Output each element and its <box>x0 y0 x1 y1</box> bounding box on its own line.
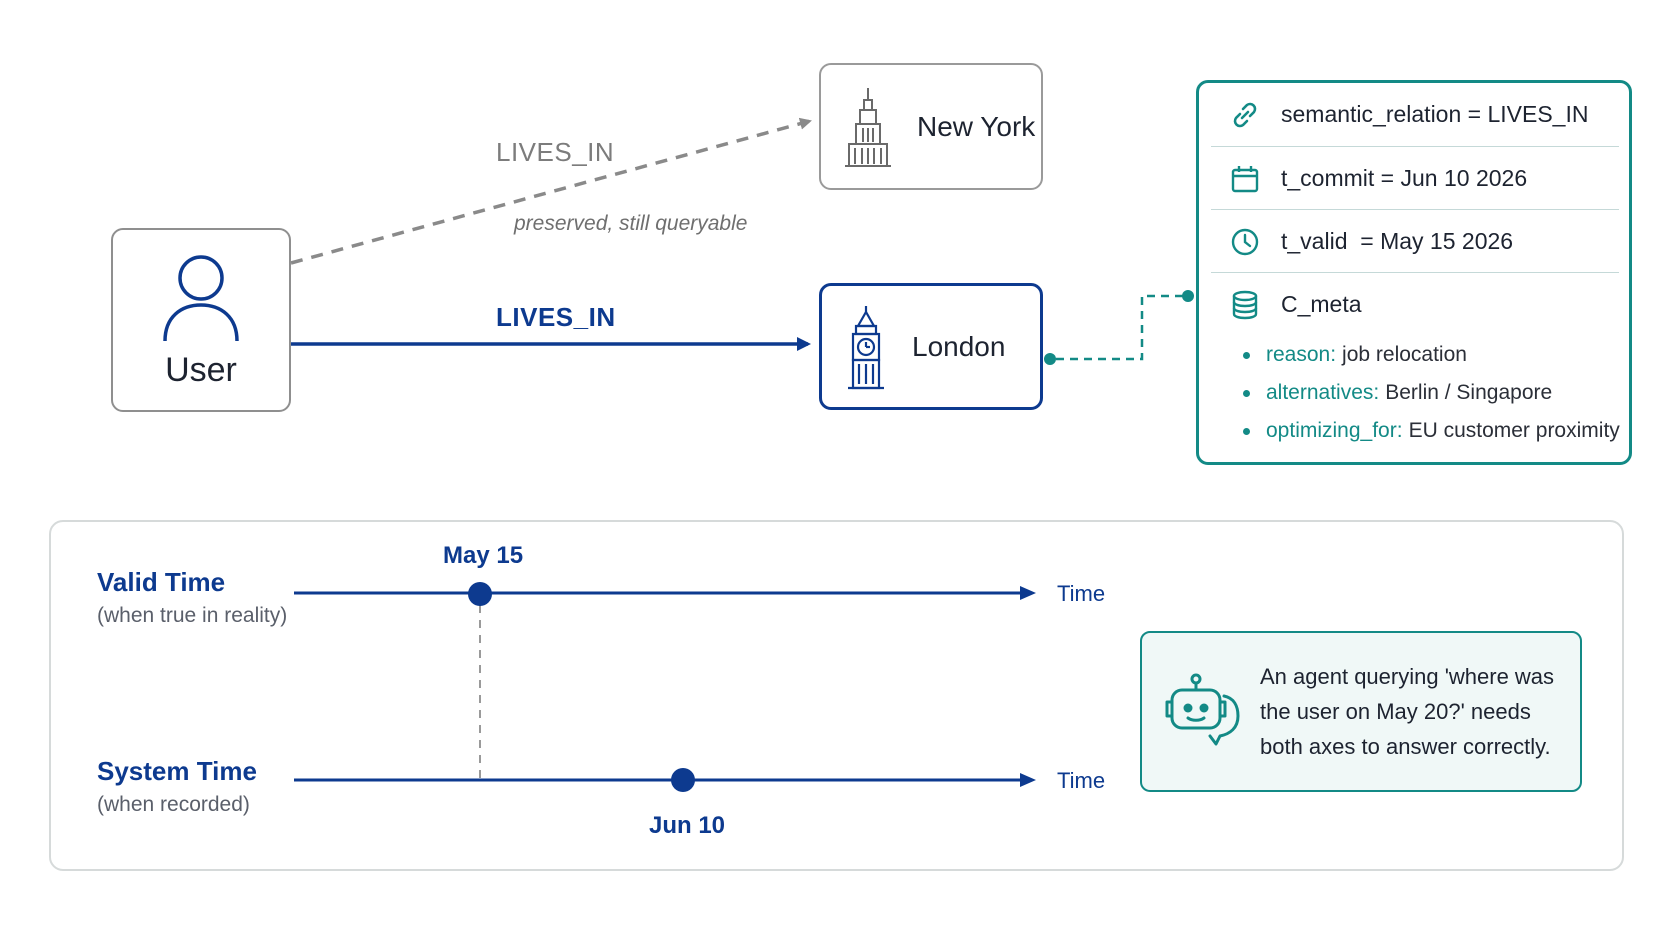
empire-state-building-icon <box>845 87 891 167</box>
old-edge-label: LIVES_IN <box>496 137 615 167</box>
t-valid-row: t_valid = May 15 2026 <box>1211 209 1619 273</box>
robot-chat-icon <box>1165 673 1240 745</box>
c-meta-value: Berlin / Singapore <box>1385 381 1553 404</box>
calendar-icon <box>1227 161 1263 197</box>
semantic-relation-row: semantic_relation = LIVES_IN <box>1211 83 1619 146</box>
new-york-label: New York <box>917 110 1036 142</box>
c-meta-title: C_meta <box>1281 291 1362 317</box>
metadata-connector <box>1056 294 1186 361</box>
new-edge-label: LIVES_IN <box>496 302 616 332</box>
c-meta-list: reason:job relocation alternatives:Berli… <box>1243 336 1620 450</box>
c-meta-item: reason:job relocation <box>1243 336 1620 374</box>
c-meta-row: C_meta <box>1211 272 1619 336</box>
london-node[interactable]: London <box>819 283 1043 410</box>
new-york-node[interactable]: New York <box>819 63 1043 190</box>
t-commit-text: t_commit = Jun 10 2026 <box>1281 165 1528 191</box>
semantic-relation-text: semantic_relation = LIVES_IN <box>1281 101 1589 127</box>
system-time-event-label: Jun 10 <box>649 812 726 839</box>
metadata-anchor-dot <box>1182 290 1194 302</box>
metadata-card: semantic_relation = LIVES_IN t_commit = … <box>1196 80 1632 465</box>
london-label: London <box>912 330 1006 362</box>
link-icon <box>1227 97 1263 133</box>
old-edge-line <box>290 117 812 265</box>
agent-query-callout: An agent querying 'where was the user on… <box>1140 631 1582 792</box>
c-meta-item: optimizing_for:EU customer proximity <box>1243 412 1620 450</box>
user-node[interactable]: User <box>111 228 291 412</box>
c-meta-key: optimizing_for: <box>1266 419 1403 442</box>
system-time-axis-label: Time <box>1057 768 1106 793</box>
c-meta-value: job relocation <box>1342 343 1467 366</box>
c-meta-item: alternatives:Berlin / Singapore <box>1243 374 1620 412</box>
big-ben-icon <box>848 305 884 389</box>
c-meta-key: reason: <box>1266 343 1337 366</box>
valid-time-axis-label: Time <box>1057 581 1106 606</box>
clock-icon <box>1227 224 1263 260</box>
valid-time-event-label: May 15 <box>443 542 524 569</box>
user-node-label: User <box>165 350 237 389</box>
t-valid-text: t_valid = May 15 2026 <box>1281 228 1514 254</box>
valid-time-subtitle: (when true in reality) <box>97 604 288 627</box>
london-anchor-dot <box>1044 353 1056 365</box>
valid-time-event-dot <box>468 582 492 606</box>
old-edge-note: preserved, still queryable <box>514 212 748 235</box>
user-icon <box>163 254 239 341</box>
agent-query-text: An agent querying 'where was the user on… <box>1260 664 1555 759</box>
t-commit-row: t_commit = Jun 10 2026 <box>1211 146 1619 210</box>
valid-time-title: Valid Time <box>97 567 226 597</box>
system-time-subtitle: (when recorded) <box>97 793 250 816</box>
c-meta-key: alternatives: <box>1266 381 1380 404</box>
system-time-title: System Time <box>97 756 257 786</box>
system-time-event-dot <box>671 768 695 792</box>
database-icon <box>1227 287 1263 323</box>
c-meta-value: EU customer proximity <box>1408 419 1620 442</box>
